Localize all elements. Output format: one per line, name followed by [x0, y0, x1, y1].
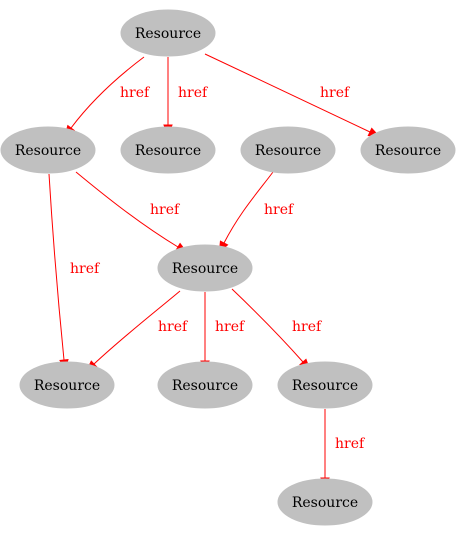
edge-line — [223, 171, 274, 244]
node-label: Resource — [135, 26, 201, 42]
node-ellipse — [19, 361, 115, 409]
node-label: Resource — [292, 378, 358, 394]
node-ellipse — [120, 9, 216, 57]
node-label: Resource — [34, 378, 100, 394]
node-ellipse — [0, 126, 96, 174]
edge-n7-n10: href — [231, 288, 323, 371]
node-label: Resource — [172, 378, 238, 394]
node-label: Resource — [375, 143, 441, 159]
edge-label: href — [264, 202, 295, 218]
node-n2: Resource — [0, 126, 96, 174]
edge-label: href — [158, 319, 189, 335]
node-n10: Resource — [277, 361, 373, 409]
edge-line — [70, 56, 145, 129]
node-ellipse — [157, 361, 253, 409]
edge-label: href — [335, 436, 366, 452]
node-ellipse — [240, 126, 336, 174]
node-n8: Resource — [19, 361, 115, 409]
edge-label: href — [320, 85, 351, 101]
node-n11: Resource — [277, 478, 373, 526]
edge-line — [204, 53, 371, 133]
node-ellipse — [120, 126, 216, 174]
edge-label: href — [215, 319, 246, 335]
edge-n1-n5: href — [204, 53, 381, 137]
node-ellipse — [360, 126, 456, 174]
edge-n1-n3: href — [163, 57, 209, 137]
node-n7: Resource — [157, 244, 253, 292]
node-label: Resource — [15, 143, 81, 159]
edge-n7-n9: href — [200, 292, 246, 373]
edge-line — [231, 288, 304, 363]
edge-label: href — [150, 202, 181, 218]
edge-line — [75, 171, 179, 248]
node-label: Resource — [255, 143, 321, 159]
edge-n4-n7: href — [218, 171, 295, 254]
edge-n7-n8: href — [85, 290, 189, 372]
node-n1: Resource — [120, 9, 216, 57]
edge-label: href — [70, 261, 101, 277]
edge-label: href — [292, 319, 323, 335]
node-label: Resource — [135, 143, 201, 159]
node-n4: Resource — [240, 126, 336, 174]
node-ellipse — [157, 244, 253, 292]
edge-n2-n8: href — [48, 173, 101, 372]
node-label: Resource — [292, 495, 358, 511]
node-n9: Resource — [157, 361, 253, 409]
edge-n10-n11: href — [320, 409, 366, 490]
edge-line — [93, 290, 181, 365]
edge-label: href — [178, 85, 209, 101]
edge-line — [48, 173, 65, 361]
node-ellipse — [277, 478, 373, 526]
node-n3: Resource — [120, 126, 216, 174]
edge-n1-n2: href — [64, 56, 151, 138]
edge-label: href — [120, 85, 151, 101]
node-n5: Resource — [360, 126, 456, 174]
node-ellipse — [277, 361, 373, 409]
node-label: Resource — [172, 261, 238, 277]
edge-n2-n7: href — [75, 171, 188, 253]
